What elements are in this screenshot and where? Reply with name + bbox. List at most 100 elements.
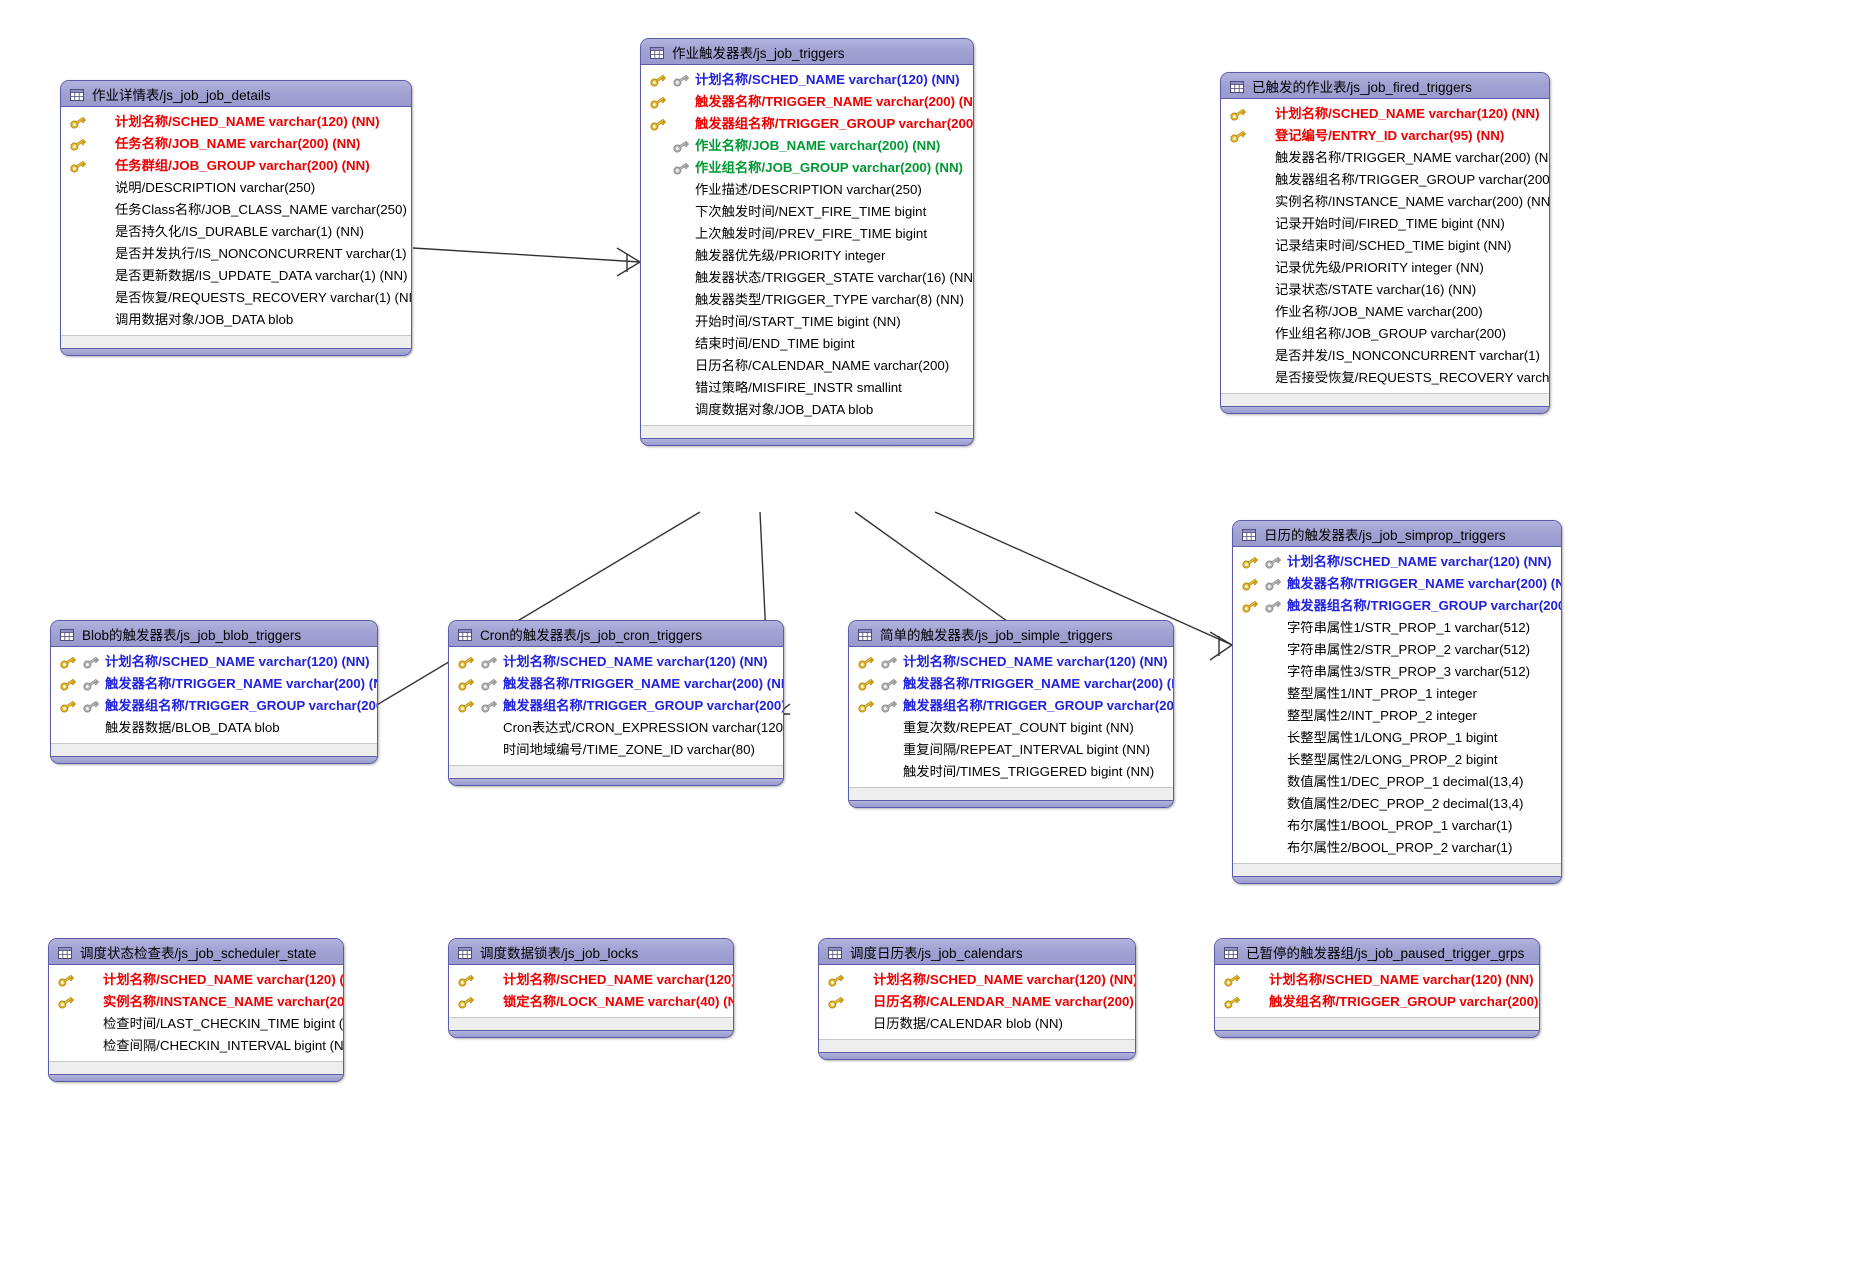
attribute-row[interactable]: 计划名称/SCHED_NAME varchar(120) (NN) — [51, 651, 377, 673]
attribute-row[interactable]: 上次触发时间/PREV_FIRE_TIME bigint — [641, 223, 973, 245]
attribute-row[interactable]: 数值属性2/DEC_PROP_2 decimal(13,4) — [1233, 793, 1561, 815]
entity-header-calendars[interactable]: 调度日历表/js_job_calendars — [819, 939, 1135, 965]
attribute-row[interactable]: 触发时间/TIMES_TRIGGERED bigint (NN) — [849, 761, 1173, 783]
attribute-row[interactable]: 检查时间/LAST_CHECKIN_TIME bigint (NN) — [49, 1013, 343, 1035]
attribute-row[interactable]: 长整型属性1/LONG_PROP_1 bigint — [1233, 727, 1561, 749]
attribute-row[interactable]: 是否恢复/REQUESTS_RECOVERY varchar(1) (NN) — [61, 287, 411, 309]
attribute-row[interactable]: 重复次数/REPEAT_COUNT bigint (NN) — [849, 717, 1173, 739]
attribute-row[interactable]: 触发器组名称/TRIGGER_GROUP varchar(200) (NN) — [641, 113, 973, 135]
attribute-row[interactable]: 整型属性2/INT_PROP_2 integer — [1233, 705, 1561, 727]
attribute-row[interactable]: 调度数据对象/JOB_DATA blob — [641, 399, 973, 421]
attribute-row[interactable]: 触发器名称/TRIGGER_NAME varchar(200) (NN) — [51, 673, 377, 695]
attribute-row[interactable]: 布尔属性2/BOOL_PROP_2 varchar(1) — [1233, 837, 1561, 859]
entity-table-blob_triggers[interactable]: Blob的触发器表/js_job_blob_triggers 计划名称/SCHED… — [50, 620, 378, 764]
entity-table-job_triggers[interactable]: 作业触发器表/js_job_triggers 计划名称/SCHED_NAME va… — [640, 38, 974, 446]
entity-header-scheduler_state[interactable]: 调度状态检查表/js_job_scheduler_state — [49, 939, 343, 965]
attribute-row[interactable]: 字符串属性1/STR_PROP_1 varchar(512) — [1233, 617, 1561, 639]
entity-table-simple_triggers[interactable]: 简单的触发器表/js_job_simple_triggers 计划名称/SCHED… — [848, 620, 1174, 808]
attribute-row[interactable]: 触发器名称/TRIGGER_NAME varchar(200) (NN) — [1221, 147, 1549, 169]
attribute-row[interactable]: 是否持久化/IS_DURABLE varchar(1) (NN) — [61, 221, 411, 243]
attribute-row[interactable]: 触发器数据/BLOB_DATA blob — [51, 717, 377, 739]
attribute-row[interactable]: 记录状态/STATE varchar(16) (NN) — [1221, 279, 1549, 301]
entity-header-simprop_triggers[interactable]: 日历的触发器表/js_job_simprop_triggers — [1233, 521, 1561, 547]
entity-table-fired_triggers[interactable]: 已触发的作业表/js_job_fired_triggers 计划名称/SCHED_… — [1220, 72, 1550, 414]
attribute-row[interactable]: 触发器优先级/PRIORITY integer — [641, 245, 973, 267]
entity-header-paused_trigger_grps[interactable]: 已暂停的触发器组/js_job_paused_trigger_grps — [1215, 939, 1539, 965]
attribute-row[interactable]: 计划名称/SCHED_NAME varchar(120) (NN) — [49, 969, 343, 991]
attribute-row[interactable]: 时间地域编号/TIME_ZONE_ID varchar(80) — [449, 739, 783, 761]
attribute-row[interactable]: 触发器名称/TRIGGER_NAME varchar(200) (NN) — [449, 673, 783, 695]
attribute-row[interactable]: 字符串属性2/STR_PROP_2 varchar(512) — [1233, 639, 1561, 661]
attribute-row[interactable]: 触发器名称/TRIGGER_NAME varchar(200) (NN) — [1233, 573, 1561, 595]
attribute-row[interactable]: 触发组名称/TRIGGER_GROUP varchar(200) (NN) — [1215, 991, 1539, 1013]
attribute-row[interactable]: 计划名称/SCHED_NAME varchar(120) (NN) — [449, 651, 783, 673]
attribute-row[interactable]: 计划名称/SCHED_NAME varchar(120) (NN) — [849, 651, 1173, 673]
attribute-row[interactable]: 结束时间/END_TIME bigint — [641, 333, 973, 355]
attribute-row[interactable]: 检查间隔/CHECKIN_INTERVAL bigint (NN) — [49, 1035, 343, 1057]
attribute-row[interactable]: 记录开始时间/FIRED_TIME bigint (NN) — [1221, 213, 1549, 235]
attribute-row[interactable]: 登记编号/ENTRY_ID varchar(95) (NN) — [1221, 125, 1549, 147]
attribute-row[interactable]: 触发器组名称/TRIGGER_GROUP varchar(200) (NN) — [51, 695, 377, 717]
attribute-row[interactable]: 计划名称/SCHED_NAME varchar(120) (NN) — [819, 969, 1135, 991]
attribute-row[interactable]: 作业组名称/JOB_GROUP varchar(200) — [1221, 323, 1549, 345]
attribute-row[interactable]: 是否接受恢复/REQUESTS_RECOVERY varchar(1) — [1221, 367, 1549, 389]
attribute-row[interactable]: 调用数据对象/JOB_DATA blob — [61, 309, 411, 331]
entity-header-cron_triggers[interactable]: Cron的触发器表/js_job_cron_triggers — [449, 621, 783, 647]
entity-table-scheduler_state[interactable]: 调度状态检查表/js_job_scheduler_state 计划名称/SCHED… — [48, 938, 344, 1082]
attribute-row[interactable]: 计划名称/SCHED_NAME varchar(120) (NN) — [1233, 551, 1561, 573]
entity-table-paused_trigger_grps[interactable]: 已暂停的触发器组/js_job_paused_trigger_grps 计划名称/… — [1214, 938, 1540, 1038]
attribute-row[interactable]: 布尔属性1/BOOL_PROP_1 varchar(1) — [1233, 815, 1561, 837]
attribute-row[interactable]: 作业名称/JOB_NAME varchar(200) — [1221, 301, 1549, 323]
attribute-row[interactable]: 记录优先级/PRIORITY integer (NN) — [1221, 257, 1549, 279]
attribute-row[interactable]: 实例名称/INSTANCE_NAME varchar(200) (NN) — [1221, 191, 1549, 213]
attribute-row[interactable]: 是否并发执行/IS_NONCONCURRENT varchar(1) (NN) — [61, 243, 411, 265]
entity-header-job_triggers[interactable]: 作业触发器表/js_job_triggers — [641, 39, 973, 65]
attribute-row[interactable]: 实例名称/INSTANCE_NAME varchar(200) (NN) — [49, 991, 343, 1013]
attribute-row[interactable]: 重复间隔/REPEAT_INTERVAL bigint (NN) — [849, 739, 1173, 761]
attribute-row[interactable]: 字符串属性3/STR_PROP_3 varchar(512) — [1233, 661, 1561, 683]
attribute-row[interactable]: 下次触发时间/NEXT_FIRE_TIME bigint — [641, 201, 973, 223]
attribute-row[interactable]: 计划名称/SCHED_NAME varchar(120) (NN) — [61, 111, 411, 133]
entity-table-locks[interactable]: 调度数据锁表/js_job_locks 计划名称/SCHED_NAME varch… — [448, 938, 734, 1038]
attribute-row[interactable]: 任务名称/JOB_NAME varchar(200) (NN) — [61, 133, 411, 155]
attribute-row[interactable]: 说明/DESCRIPTION varchar(250) — [61, 177, 411, 199]
attribute-row[interactable]: 触发器组名称/TRIGGER_GROUP varchar(200) (NN) — [1233, 595, 1561, 617]
attribute-row[interactable]: 日历名称/CALENDAR_NAME varchar(200) (NN) — [819, 991, 1135, 1013]
attribute-row[interactable]: 触发器状态/TRIGGER_STATE varchar(16) (NN) — [641, 267, 973, 289]
attribute-row[interactable]: 数值属性1/DEC_PROP_1 decimal(13,4) — [1233, 771, 1561, 793]
attribute-row[interactable]: 锁定名称/LOCK_NAME varchar(40) (NN) — [449, 991, 733, 1013]
attribute-row[interactable]: 触发器组名称/TRIGGER_GROUP varchar(200) (NN) — [449, 695, 783, 717]
attribute-row[interactable]: 是否并发/IS_NONCONCURRENT varchar(1) — [1221, 345, 1549, 367]
entity-table-simprop_triggers[interactable]: 日历的触发器表/js_job_simprop_triggers 计划名称/SCHE… — [1232, 520, 1562, 884]
attribute-row[interactable]: 任务群组/JOB_GROUP varchar(200) (NN) — [61, 155, 411, 177]
attribute-row[interactable]: 计划名称/SCHED_NAME varchar(120) (NN) — [1215, 969, 1539, 991]
attribute-row[interactable]: 计划名称/SCHED_NAME varchar(120) (NN) — [449, 969, 733, 991]
attribute-row[interactable]: 日历数据/CALENDAR blob (NN) — [819, 1013, 1135, 1035]
attribute-row[interactable]: 记录结束时间/SCHED_TIME bigint (NN) — [1221, 235, 1549, 257]
attribute-row[interactable]: 整型属性1/INT_PROP_1 integer — [1233, 683, 1561, 705]
attribute-row[interactable]: 触发器组名称/TRIGGER_GROUP varchar(200) (NN) — [1221, 169, 1549, 191]
attribute-row[interactable]: 作业组名称/JOB_GROUP varchar(200) (NN) — [641, 157, 973, 179]
attribute-row[interactable]: 作业名称/JOB_NAME varchar(200) (NN) — [641, 135, 973, 157]
entity-header-locks[interactable]: 调度数据锁表/js_job_locks — [449, 939, 733, 965]
attribute-row[interactable]: 计划名称/SCHED_NAME varchar(120) (NN) — [641, 69, 973, 91]
attribute-row[interactable]: 触发器名称/TRIGGER_NAME varchar(200) (NN) — [849, 673, 1173, 695]
attribute-row[interactable]: 是否更新数据/IS_UPDATE_DATA varchar(1) (NN) — [61, 265, 411, 287]
entity-table-job_details[interactable]: 作业详情表/js_job_job_details 计划名称/SCHED_NAME … — [60, 80, 412, 356]
attribute-row[interactable]: 触发器名称/TRIGGER_NAME varchar(200) (NN) — [641, 91, 973, 113]
entity-header-simple_triggers[interactable]: 简单的触发器表/js_job_simple_triggers — [849, 621, 1173, 647]
entity-table-cron_triggers[interactable]: Cron的触发器表/js_job_cron_triggers 计划名称/SCHED… — [448, 620, 784, 786]
attribute-row[interactable]: 长整型属性2/LONG_PROP_2 bigint — [1233, 749, 1561, 771]
attribute-row[interactable]: 日历名称/CALENDAR_NAME varchar(200) — [641, 355, 973, 377]
entity-header-fired_triggers[interactable]: 已触发的作业表/js_job_fired_triggers — [1221, 73, 1549, 99]
attribute-row[interactable]: 任务Class名称/JOB_CLASS_NAME varchar(250) (N… — [61, 199, 411, 221]
attribute-row[interactable]: 触发器类型/TRIGGER_TYPE varchar(8) (NN) — [641, 289, 973, 311]
entity-header-job_details[interactable]: 作业详情表/js_job_job_details — [61, 81, 411, 107]
attribute-row[interactable]: Cron表达式/CRON_EXPRESSION varchar(120) (NN… — [449, 717, 783, 739]
attribute-row[interactable]: 触发器组名称/TRIGGER_GROUP varchar(200) (NN) — [849, 695, 1173, 717]
attribute-row[interactable]: 计划名称/SCHED_NAME varchar(120) (NN) — [1221, 103, 1549, 125]
attribute-row[interactable]: 作业描述/DESCRIPTION varchar(250) — [641, 179, 973, 201]
attribute-row[interactable]: 错过策略/MISFIRE_INSTR smallint — [641, 377, 973, 399]
entity-header-blob_triggers[interactable]: Blob的触发器表/js_job_blob_triggers — [51, 621, 377, 647]
entity-table-calendars[interactable]: 调度日历表/js_job_calendars 计划名称/SCHED_NAME va… — [818, 938, 1136, 1060]
